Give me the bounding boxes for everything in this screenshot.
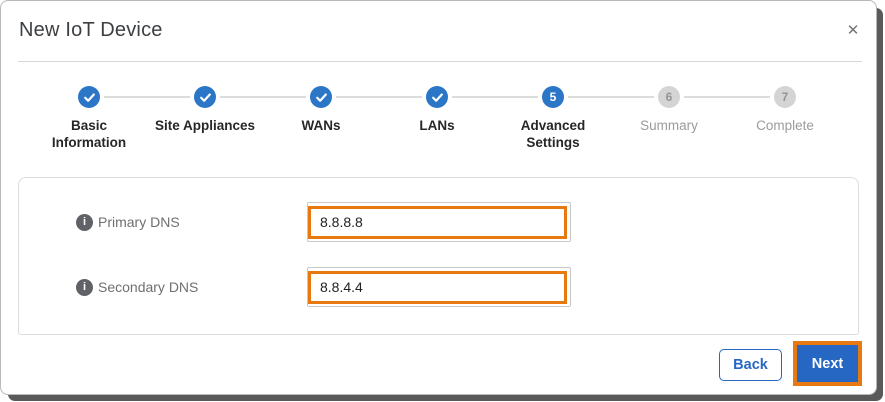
field-label: Primary DNS: [98, 214, 180, 230]
step-connector-line: [336, 96, 422, 98]
stepper-step-advanced-settings[interactable]: 5 Advanced Settings: [495, 86, 654, 151]
stepper-step-wans[interactable]: WANs: [263, 86, 422, 151]
step-label: WANs: [301, 118, 341, 133]
stepper-step-site-appliances[interactable]: Site Appliances: [147, 86, 306, 151]
form-field-row: i Primary DNS: [19, 202, 858, 242]
check-icon: [199, 92, 211, 102]
step-connector-line: [220, 96, 306, 98]
stepper-step-complete[interactable]: 7 Complete: [727, 86, 843, 151]
next-button[interactable]: Next: [797, 345, 858, 382]
check-icon: [431, 92, 443, 102]
step-circle: 5: [542, 86, 564, 108]
stepper-step-basic-information[interactable]: Basic Information: [31, 86, 190, 151]
back-button[interactable]: Back: [719, 349, 782, 381]
wizard-stepper: Basic Information Site Appliances WANs: [31, 86, 843, 151]
stepper-step-lans[interactable]: LANs: [379, 86, 538, 151]
field-input-wrap: [307, 267, 571, 307]
field-input-wrap: [307, 202, 571, 242]
step-circle: [310, 86, 332, 108]
step-circle: [78, 86, 100, 108]
step-label: Complete: [756, 118, 814, 133]
close-icon[interactable]: ✕: [846, 22, 860, 39]
step-label: Summary: [640, 118, 698, 133]
step-number: 7: [781, 90, 789, 104]
form-field-row: i Secondary DNS: [19, 267, 858, 307]
step-connector-line: [568, 96, 654, 98]
step-connector-line: [104, 96, 190, 98]
step-circle: 6: [658, 86, 680, 108]
step-number: 5: [549, 90, 557, 104]
check-icon: [315, 92, 327, 102]
check-icon: [83, 92, 95, 102]
secondary-dns-input[interactable]: [307, 267, 571, 307]
dialog-title: New IoT Device: [19, 19, 163, 41]
stepper-step-summary[interactable]: 6 Summary: [611, 86, 770, 151]
step-connector-line: [684, 96, 770, 98]
info-icon[interactable]: i: [76, 213, 93, 231]
step-label: LANs: [419, 118, 455, 133]
form-card: i Primary DNS i Secondary DNS: [18, 177, 859, 335]
step-number: 6: [665, 90, 673, 104]
header-divider: [18, 61, 862, 62]
next-button-highlight: Next: [793, 341, 862, 386]
step-circle: [194, 86, 216, 108]
step-label: Site Appliances: [154, 118, 256, 133]
step-label: Basic Information: [51, 118, 127, 150]
step-label: Advanced Settings: [520, 118, 586, 150]
step-connector-line: [452, 96, 538, 98]
info-icon[interactable]: i: [76, 278, 93, 296]
primary-dns-input[interactable]: [307, 202, 571, 242]
step-circle: 7: [774, 86, 796, 108]
step-circle: [426, 86, 448, 108]
new-iot-device-dialog: New IoT Device ✕ Basic Information Site …: [0, 0, 877, 395]
field-label: Secondary DNS: [98, 279, 199, 295]
